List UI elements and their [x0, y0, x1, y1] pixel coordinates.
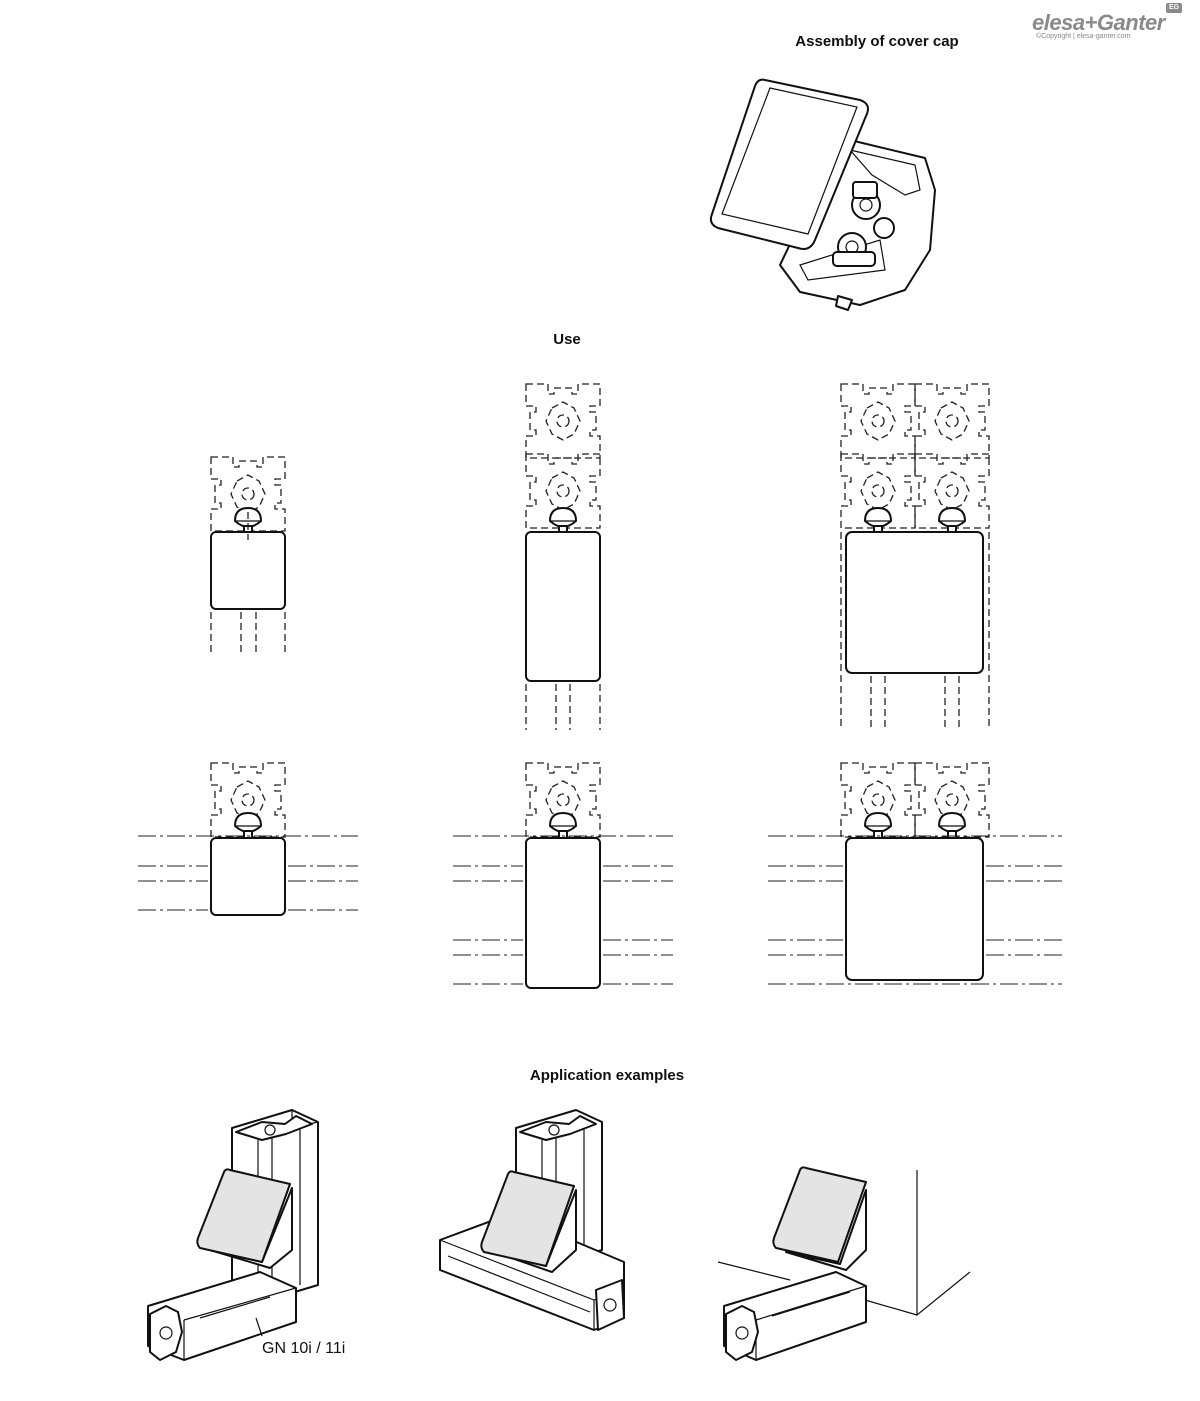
use-row-1	[210, 383, 990, 730]
brand-logo: elesa+Ganter ©Copyright | elesa-ganter.c…	[1032, 10, 1182, 40]
use-title: Use	[553, 331, 581, 348]
brand-name: elesa+Ganter	[1032, 10, 1165, 35]
application-example-1	[147, 1109, 319, 1361]
application-title: Application examples	[529, 1067, 685, 1084]
application-example-2	[439, 1109, 625, 1331]
application-example-3	[717, 1166, 971, 1361]
assembly-title: Assembly of cover cap	[795, 33, 959, 50]
copyright-text: ©Copyright | elesa-ganter.com	[1036, 33, 1131, 40]
profile-callout-label: GN 10i / 11i	[262, 1340, 346, 1357]
assembly-illustration	[709, 78, 936, 311]
use-row-2	[138, 762, 1062, 989]
brand-badge: EG	[1166, 3, 1182, 13]
